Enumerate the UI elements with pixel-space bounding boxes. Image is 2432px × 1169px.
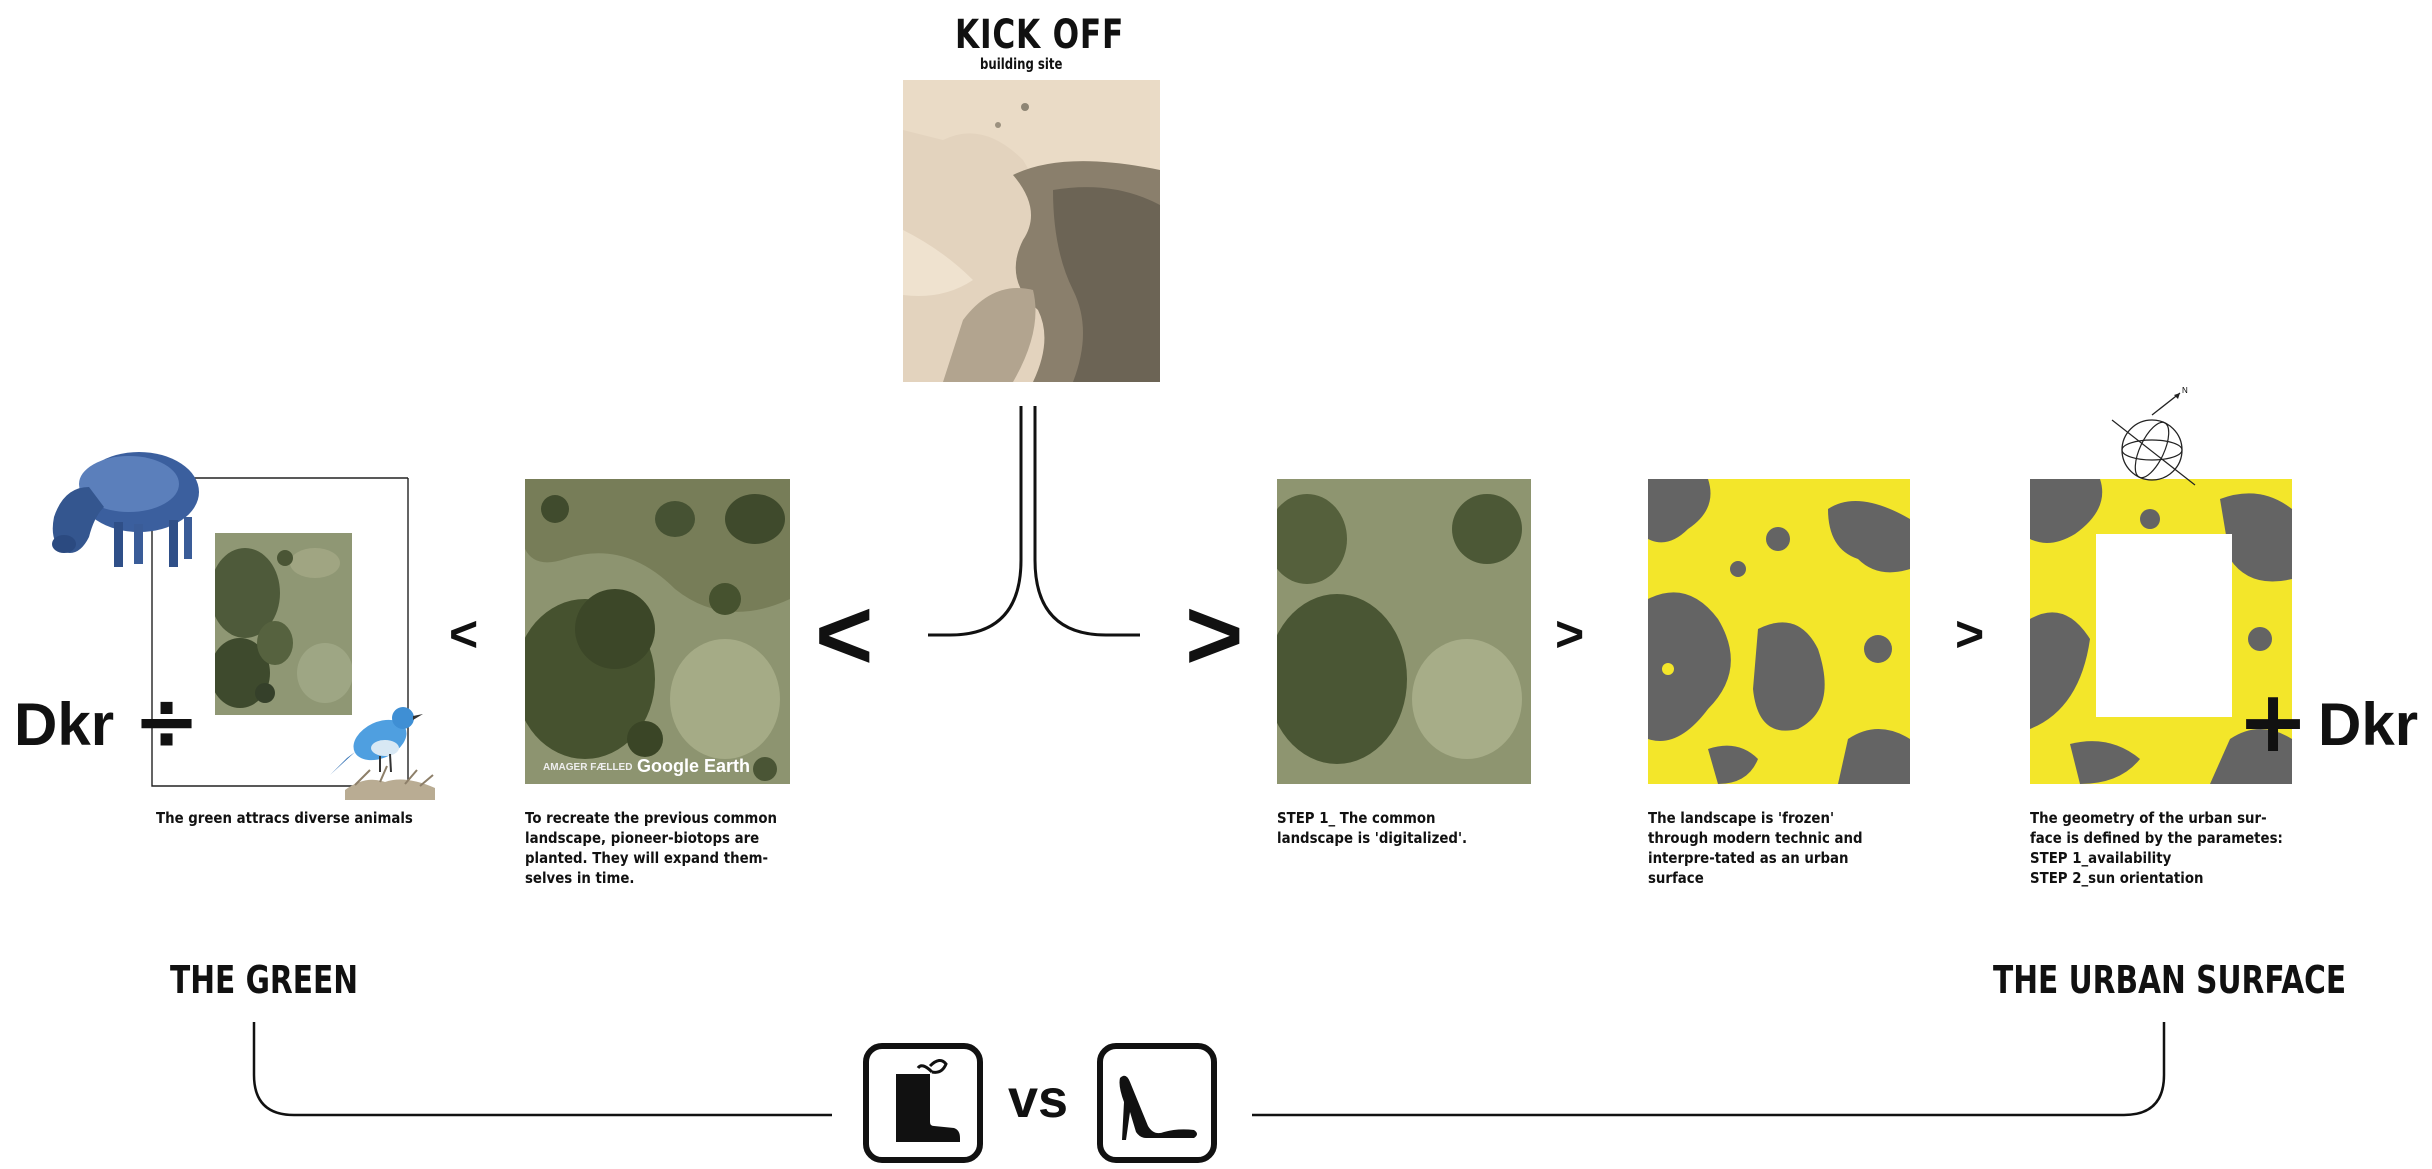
plus-sign: + <box>2237 672 2310 772</box>
divide-sign: ÷ <box>133 675 201 768</box>
digitalized-aerial-image <box>1277 479 1531 784</box>
building-site-image <box>903 80 1160 382</box>
caption-geometry: The geometry of the urban sur- face is d… <box>2030 808 2305 888</box>
urban-surface-image <box>2030 479 2292 784</box>
section-title-green: THE GREEN <box>170 958 359 1002</box>
caption-geometry-line: The geometry of the urban sur- <box>2030 809 2267 827</box>
green-small-aerial <box>215 533 352 715</box>
watermark-small: AMAGER FÆLLED <box>543 762 633 773</box>
urban-void <box>2096 534 2232 717</box>
high-heel-icon <box>1096 1042 1218 1164</box>
frozen-surface-image <box>1648 479 1910 784</box>
arrow-small-left: < <box>449 606 479 662</box>
arrow-small-right-2: > <box>1955 606 1985 662</box>
caption-frozen: The landscape is 'frozen' through modern… <box>1648 809 1863 887</box>
caption-geometry-line: STEP 1_availability <box>2030 849 2172 867</box>
caption-step1: STEP 1_ The common landscape is 'digital… <box>1277 809 1468 847</box>
biotope-aerial-image <box>525 479 790 784</box>
arrow-big-right: > <box>1185 579 1244 691</box>
caption-geometry-line: face is defined by the parametes: <box>2030 829 2283 847</box>
arrow-small-right-1: > <box>1555 606 1585 662</box>
bluebird-image <box>325 690 445 800</box>
caption-geometry-line: STEP 2_sun orientation <box>2030 869 2204 887</box>
svg-text:N: N <box>2182 386 2188 395</box>
watermark-brand: Google Earth <box>637 756 751 776</box>
caption-biotope: To recreate the previous common landscap… <box>525 809 777 887</box>
sun-orientation-icon: N <box>2100 385 2210 505</box>
arrow-big-left: < <box>815 579 874 691</box>
left-operator-label: Dkr <box>14 691 115 758</box>
versus-label: vs <box>1008 1069 1069 1129</box>
sheep-image <box>34 432 204 582</box>
boot-icon <box>862 1042 984 1164</box>
caption-green: The green attracs diverse animals <box>156 809 413 827</box>
section-title-urban: THE URBAN SURFACE <box>1993 958 2347 1002</box>
kickoff-subtitle: building site <box>980 55 1063 73</box>
kickoff-title: KICK OFF <box>955 12 1125 58</box>
right-operator-label: Dkr <box>2318 691 2419 758</box>
